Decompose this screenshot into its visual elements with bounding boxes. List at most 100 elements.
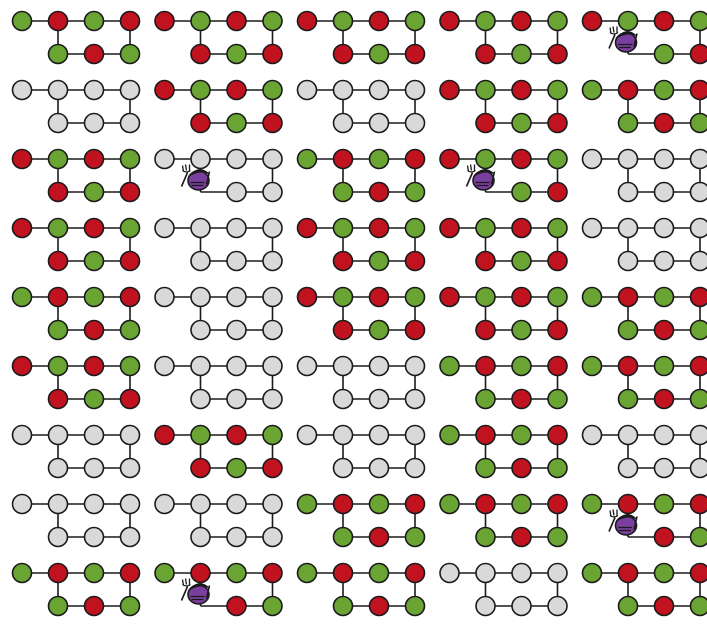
puzzle-cell-r5-c3[interactable] [298, 288, 425, 340]
node-green-top-4[interactable] [548, 81, 567, 100]
puzzle-cell-r4-c3[interactable] [298, 219, 425, 271]
node-red-top-1[interactable] [440, 81, 459, 100]
node-gray-bottom-3[interactable] [121, 528, 140, 547]
node-green-bottom-2[interactable] [227, 45, 246, 64]
node-gray-bottom-1[interactable] [619, 183, 638, 202]
node-red-top-2[interactable] [619, 81, 638, 100]
node-gray-bottom-2[interactable] [227, 183, 246, 202]
node-red-top-1[interactable] [298, 288, 317, 307]
node-gray-bottom-3[interactable] [121, 114, 140, 133]
node-red-top-2[interactable] [476, 357, 495, 376]
puzzle-cell-r9-c3[interactable] [298, 564, 425, 616]
node-gray-top-2[interactable] [191, 219, 210, 238]
node-red-top-3[interactable] [227, 81, 246, 100]
node-gray-bottom-3[interactable] [263, 183, 282, 202]
node-gray-top-4[interactable] [121, 426, 140, 445]
node-gray-bottom-2[interactable] [227, 252, 246, 271]
node-green-bottom-3[interactable] [121, 45, 140, 64]
node-gray-top-1[interactable] [13, 426, 32, 445]
node-gray-bottom-3[interactable] [691, 183, 707, 202]
node-red-top-4[interactable] [121, 564, 140, 583]
node-green-bottom-2[interactable] [85, 252, 104, 271]
puzzle-cell-r6-c4[interactable] [440, 357, 567, 409]
node-red-top-3[interactable] [227, 12, 246, 31]
node-gray-bottom-1[interactable] [334, 114, 353, 133]
node-gray-top-4[interactable] [691, 219, 707, 238]
puzzle-cell-r4-c2[interactable] [155, 219, 282, 271]
node-green-top-1[interactable] [298, 495, 317, 514]
puzzle-cell-r8-c1[interactable] [13, 495, 140, 547]
node-green-top-3[interactable] [227, 564, 246, 583]
node-red-top-4[interactable] [691, 288, 707, 307]
node-green-top-3[interactable] [85, 564, 104, 583]
node-gray-bottom-3[interactable] [263, 390, 282, 409]
node-green-top-3[interactable] [512, 426, 531, 445]
node-red-top-4[interactable] [406, 495, 425, 514]
node-green-bottom-2[interactable] [512, 321, 531, 340]
node-red-bottom-2[interactable] [655, 321, 674, 340]
node-red-bottom-1[interactable] [334, 252, 353, 271]
puzzle-cell-r9-c5[interactable] [583, 564, 707, 616]
node-green-top-4[interactable] [548, 150, 567, 169]
node-gray-top-4[interactable] [263, 219, 282, 238]
node-gray-top-2[interactable] [476, 564, 495, 583]
node-gray-bottom-3[interactable] [548, 597, 567, 616]
puzzle-cell-r8-c5[interactable] [583, 495, 707, 547]
node-gray-bottom-3[interactable] [406, 390, 425, 409]
node-red-bottom-3[interactable] [406, 252, 425, 271]
node-green-top-2[interactable] [619, 12, 638, 31]
node-red-bottom-2[interactable] [370, 183, 389, 202]
node-green-top-4[interactable] [548, 288, 567, 307]
puzzle-cell-r5-c4[interactable] [440, 288, 567, 340]
node-red-top-4[interactable] [691, 495, 707, 514]
node-gray-bottom-3[interactable] [263, 252, 282, 271]
node-gray-top-3[interactable] [227, 288, 246, 307]
node-red-bottom-3[interactable] [691, 45, 707, 64]
node-gray-top-1[interactable] [583, 219, 602, 238]
node-gray-bottom-2[interactable] [227, 390, 246, 409]
node-green-bottom-2[interactable] [370, 252, 389, 271]
node-green-bottom-3[interactable] [548, 528, 567, 547]
node-gray-top-3[interactable] [227, 357, 246, 376]
node-red-bottom-3[interactable] [263, 114, 282, 133]
node-gray-bottom-1[interactable] [476, 597, 495, 616]
node-red-top-3[interactable] [85, 219, 104, 238]
node-red-bottom-3[interactable] [548, 114, 567, 133]
node-gray-top-4[interactable] [263, 495, 282, 514]
node-red-bottom-2[interactable] [370, 597, 389, 616]
node-gray-top-3[interactable] [85, 495, 104, 514]
node-green-top-1[interactable] [583, 81, 602, 100]
node-green-top-3[interactable] [370, 495, 389, 514]
node-green-bottom-1[interactable] [476, 459, 495, 478]
node-gray-top-4[interactable] [691, 426, 707, 445]
node-red-top-2[interactable] [476, 495, 495, 514]
node-green-top-2[interactable] [49, 219, 68, 238]
node-red-top-1[interactable] [155, 426, 174, 445]
node-gray-bottom-3[interactable] [691, 459, 707, 478]
node-red-top-3[interactable] [655, 12, 674, 31]
puzzle-cell-r7-c3[interactable] [298, 426, 425, 478]
node-green-top-1[interactable] [583, 288, 602, 307]
node-red-top-3[interactable] [85, 150, 104, 169]
node-green-top-1[interactable] [13, 564, 32, 583]
node-green-bottom-1[interactable] [49, 45, 68, 64]
puzzle-cell-r8-c3[interactable] [298, 495, 425, 547]
node-gray-top-2[interactable] [619, 426, 638, 445]
node-green-bottom-2[interactable] [512, 45, 531, 64]
node-green-top-3[interactable] [85, 12, 104, 31]
node-gray-top-2[interactable] [191, 288, 210, 307]
node-gray-bottom-3[interactable] [406, 459, 425, 478]
node-gray-top-3[interactable] [512, 564, 531, 583]
node-red-bottom-2[interactable] [655, 597, 674, 616]
node-red-top-1[interactable] [13, 357, 32, 376]
node-red-top-3[interactable] [512, 150, 531, 169]
node-gray-bottom-1[interactable] [191, 252, 210, 271]
node-red-top-3[interactable] [512, 12, 531, 31]
node-gray-bottom-2[interactable] [655, 252, 674, 271]
node-green-top-4[interactable] [548, 219, 567, 238]
puzzle-cell-r7-c2[interactable] [155, 426, 282, 478]
node-green-top-3[interactable] [655, 495, 674, 514]
node-red-top-1[interactable] [13, 150, 32, 169]
node-green-top-4[interactable] [263, 81, 282, 100]
node-gray-top-1[interactable] [155, 150, 174, 169]
